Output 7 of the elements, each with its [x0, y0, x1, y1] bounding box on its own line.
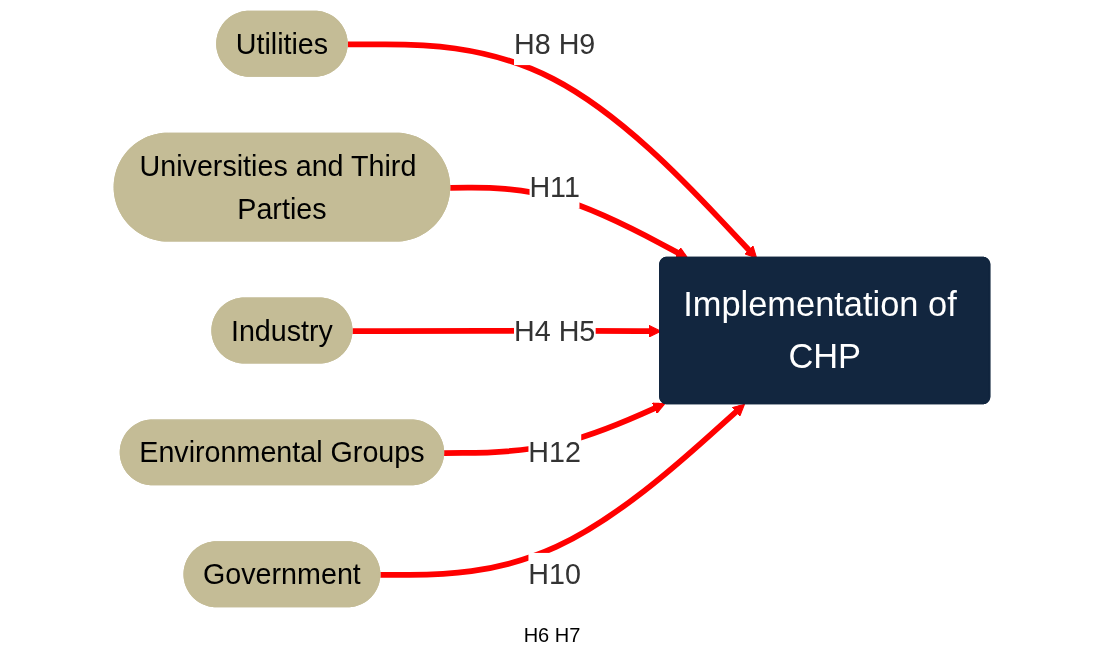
- edge-label: H4 H5: [514, 314, 596, 347]
- edge-label: H12: [528, 436, 581, 469]
- edge-label: H8 H9: [514, 27, 596, 60]
- edge-label: H10: [528, 558, 581, 591]
- edge-label: H11: [529, 171, 580, 203]
- diagram: H8 H9 H11 H4 H5 H12 H10 Utilities Universities and Third Parties Industry Implementation of CHP Environmental Groups Government: [0, 0, 1104, 618]
- hypothesis-label: H6 H7: [523, 624, 581, 646]
